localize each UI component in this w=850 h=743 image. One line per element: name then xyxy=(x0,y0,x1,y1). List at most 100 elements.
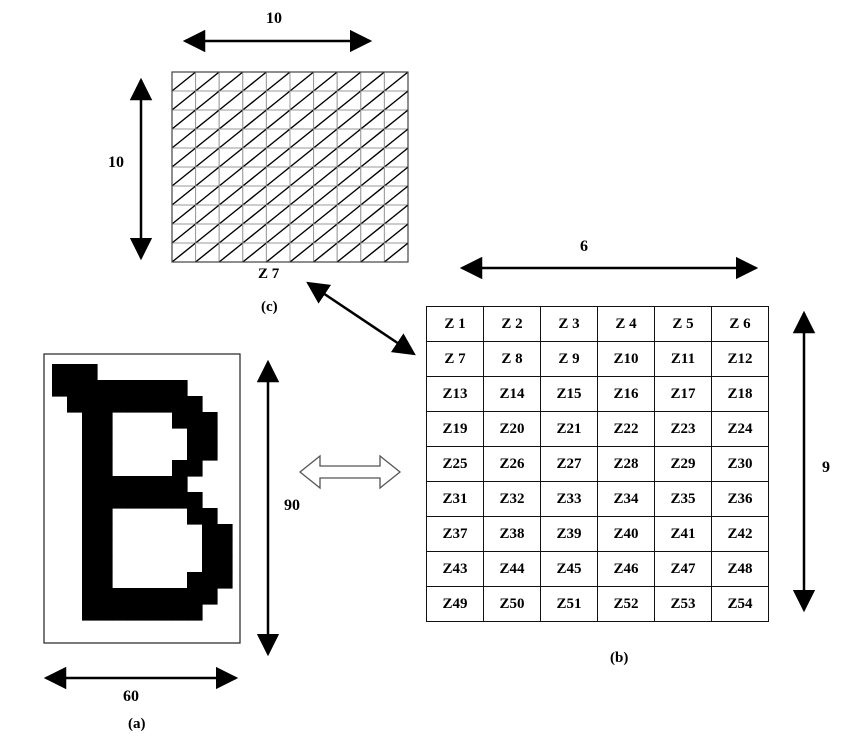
zone-cell: Z29 xyxy=(654,446,712,482)
letter-pixel xyxy=(172,380,188,397)
letter-pixel xyxy=(82,524,98,541)
grid-cell-hatch xyxy=(360,185,385,206)
grid-cell-hatch xyxy=(360,109,385,130)
letter-pixel xyxy=(187,588,203,605)
zone-cell: Z21 xyxy=(540,411,598,447)
letter-pixel xyxy=(142,396,158,413)
letter-pixel xyxy=(127,492,143,509)
letter-pixel xyxy=(67,364,83,381)
letter-pixel xyxy=(157,476,173,493)
letter-pixel xyxy=(127,604,143,621)
grid-cell-hatch xyxy=(242,166,267,187)
grid-cell-hatch xyxy=(242,71,267,92)
grid-cell-hatch xyxy=(360,147,385,168)
grid-cell-hatch xyxy=(265,71,291,92)
zone-cell: Z 2 xyxy=(483,306,541,342)
grid-cell-hatch xyxy=(336,166,362,187)
letter-pixel xyxy=(187,444,203,461)
grid-cell-hatch xyxy=(242,223,267,244)
letter-pixel xyxy=(67,380,83,397)
letter-pixel xyxy=(112,604,128,621)
grid-cell-hatch xyxy=(289,204,315,225)
grid-cell-hatch xyxy=(195,71,220,92)
grid-cell-hatch xyxy=(336,71,362,92)
grid-cell-hatch xyxy=(289,109,315,130)
zone-cell: Z53 xyxy=(654,586,712,622)
letter-pixel xyxy=(82,508,98,525)
zone-cell: Z39 xyxy=(540,516,598,552)
letter-pixel xyxy=(52,364,68,381)
grid-cell-hatch xyxy=(313,242,338,263)
letter-pixel xyxy=(67,396,83,413)
zone-cell: Z32 xyxy=(483,481,541,517)
zone-cell: Z26 xyxy=(483,446,541,482)
zone-cell: Z23 xyxy=(654,411,712,447)
grid-cell-hatch xyxy=(383,109,409,130)
zone-pixel-grid xyxy=(171,71,409,263)
letter-pixel xyxy=(157,588,173,605)
letter-pixel xyxy=(217,572,233,589)
letter-pixel xyxy=(97,524,113,541)
grid-cell-hatch xyxy=(195,109,220,130)
zone-cell: Z27 xyxy=(540,446,598,482)
grid-cell-hatch xyxy=(360,223,385,244)
letter-width-label: 60 xyxy=(123,688,139,705)
zone-cell: Z24 xyxy=(711,411,769,447)
letter-pixel xyxy=(112,380,128,397)
letter-pixel xyxy=(202,508,218,525)
grid-cell-hatch xyxy=(171,204,197,225)
zone-cell: Z46 xyxy=(597,551,655,587)
letter-pixel xyxy=(157,380,173,397)
grid-cell-hatch xyxy=(171,223,197,244)
grid-cell-hatch xyxy=(242,242,267,263)
letter-pixel xyxy=(187,572,203,589)
letter-pixel xyxy=(142,476,158,493)
letter-pixel xyxy=(82,428,98,445)
letter-pixel xyxy=(187,508,203,525)
letter-pixel xyxy=(97,396,113,413)
grid-cell-hatch xyxy=(195,166,220,187)
grid-cell-hatch xyxy=(195,185,220,206)
grid-cell-hatch xyxy=(171,166,197,187)
grid-cell-hatch xyxy=(218,166,244,187)
letter-pixel xyxy=(172,492,188,509)
grid-cell-hatch xyxy=(171,128,197,149)
grid-height-label: 10 xyxy=(108,154,124,171)
letter-pixel xyxy=(82,556,98,573)
grid-cell-hatch xyxy=(383,185,409,206)
letter-pixel xyxy=(52,380,68,397)
zone-cell: Z51 xyxy=(540,586,598,622)
grid-cell-hatch xyxy=(289,71,315,92)
grid-cell-hatch xyxy=(383,128,409,149)
zone-cell: Z25 xyxy=(426,446,484,482)
grid-cell-hatch xyxy=(336,147,362,168)
letter-pixel xyxy=(112,492,128,509)
letter-pixel xyxy=(97,444,113,461)
zone-cell: Z19 xyxy=(426,411,484,447)
grid-cell-hatch xyxy=(383,204,409,225)
letter-pixel xyxy=(127,396,143,413)
grid-cell-hatch xyxy=(171,185,197,206)
grid-cell-hatch xyxy=(171,242,197,263)
grid-cell-hatch xyxy=(336,109,362,130)
zone-cell: Z36 xyxy=(711,481,769,517)
grid-cell-hatch xyxy=(289,90,315,111)
letter-pixel xyxy=(187,428,203,445)
grid-cell-hatch xyxy=(289,223,315,244)
zone-cell: Z33 xyxy=(540,481,598,517)
letter-pixel xyxy=(97,540,113,557)
letter-pixel xyxy=(82,588,98,605)
letter-pixel xyxy=(187,604,203,621)
zone-cell: Z34 xyxy=(597,481,655,517)
grid-cell-hatch xyxy=(195,147,220,168)
zone-cell: Z42 xyxy=(711,516,769,552)
letter-pixel xyxy=(157,604,173,621)
